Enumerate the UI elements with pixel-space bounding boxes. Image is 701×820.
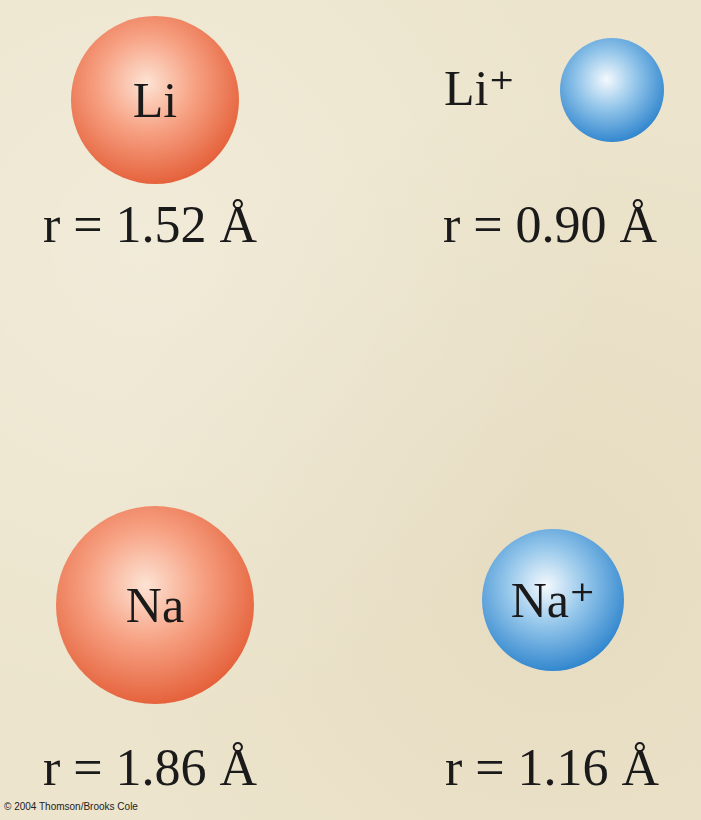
radius-value: r = 1.86 Å: [43, 739, 257, 796]
element-symbol: Na: [126, 578, 184, 633]
element-symbol: Li⁺: [444, 61, 515, 116]
atom-circle: [56, 506, 254, 704]
radius-value: r = 0.90 Å: [443, 196, 657, 253]
atom-circle: [71, 16, 239, 184]
radius-value: r = 1.16 Å: [445, 739, 659, 796]
ion-circle: [560, 38, 664, 142]
element-symbol: Na⁺: [511, 573, 596, 628]
element-node: Na⁺: [481, 528, 625, 672]
element-node: Li: [70, 15, 240, 185]
ion-circle: [482, 529, 624, 671]
element-node: Li⁺: [430, 35, 670, 145]
element-symbol: Li: [133, 73, 177, 128]
element-node: Na: [55, 505, 255, 705]
radius-value: r = 1.52 Å: [43, 196, 257, 253]
copyright-note: © 2004 Thomson/Brooks Cole: [4, 801, 138, 812]
